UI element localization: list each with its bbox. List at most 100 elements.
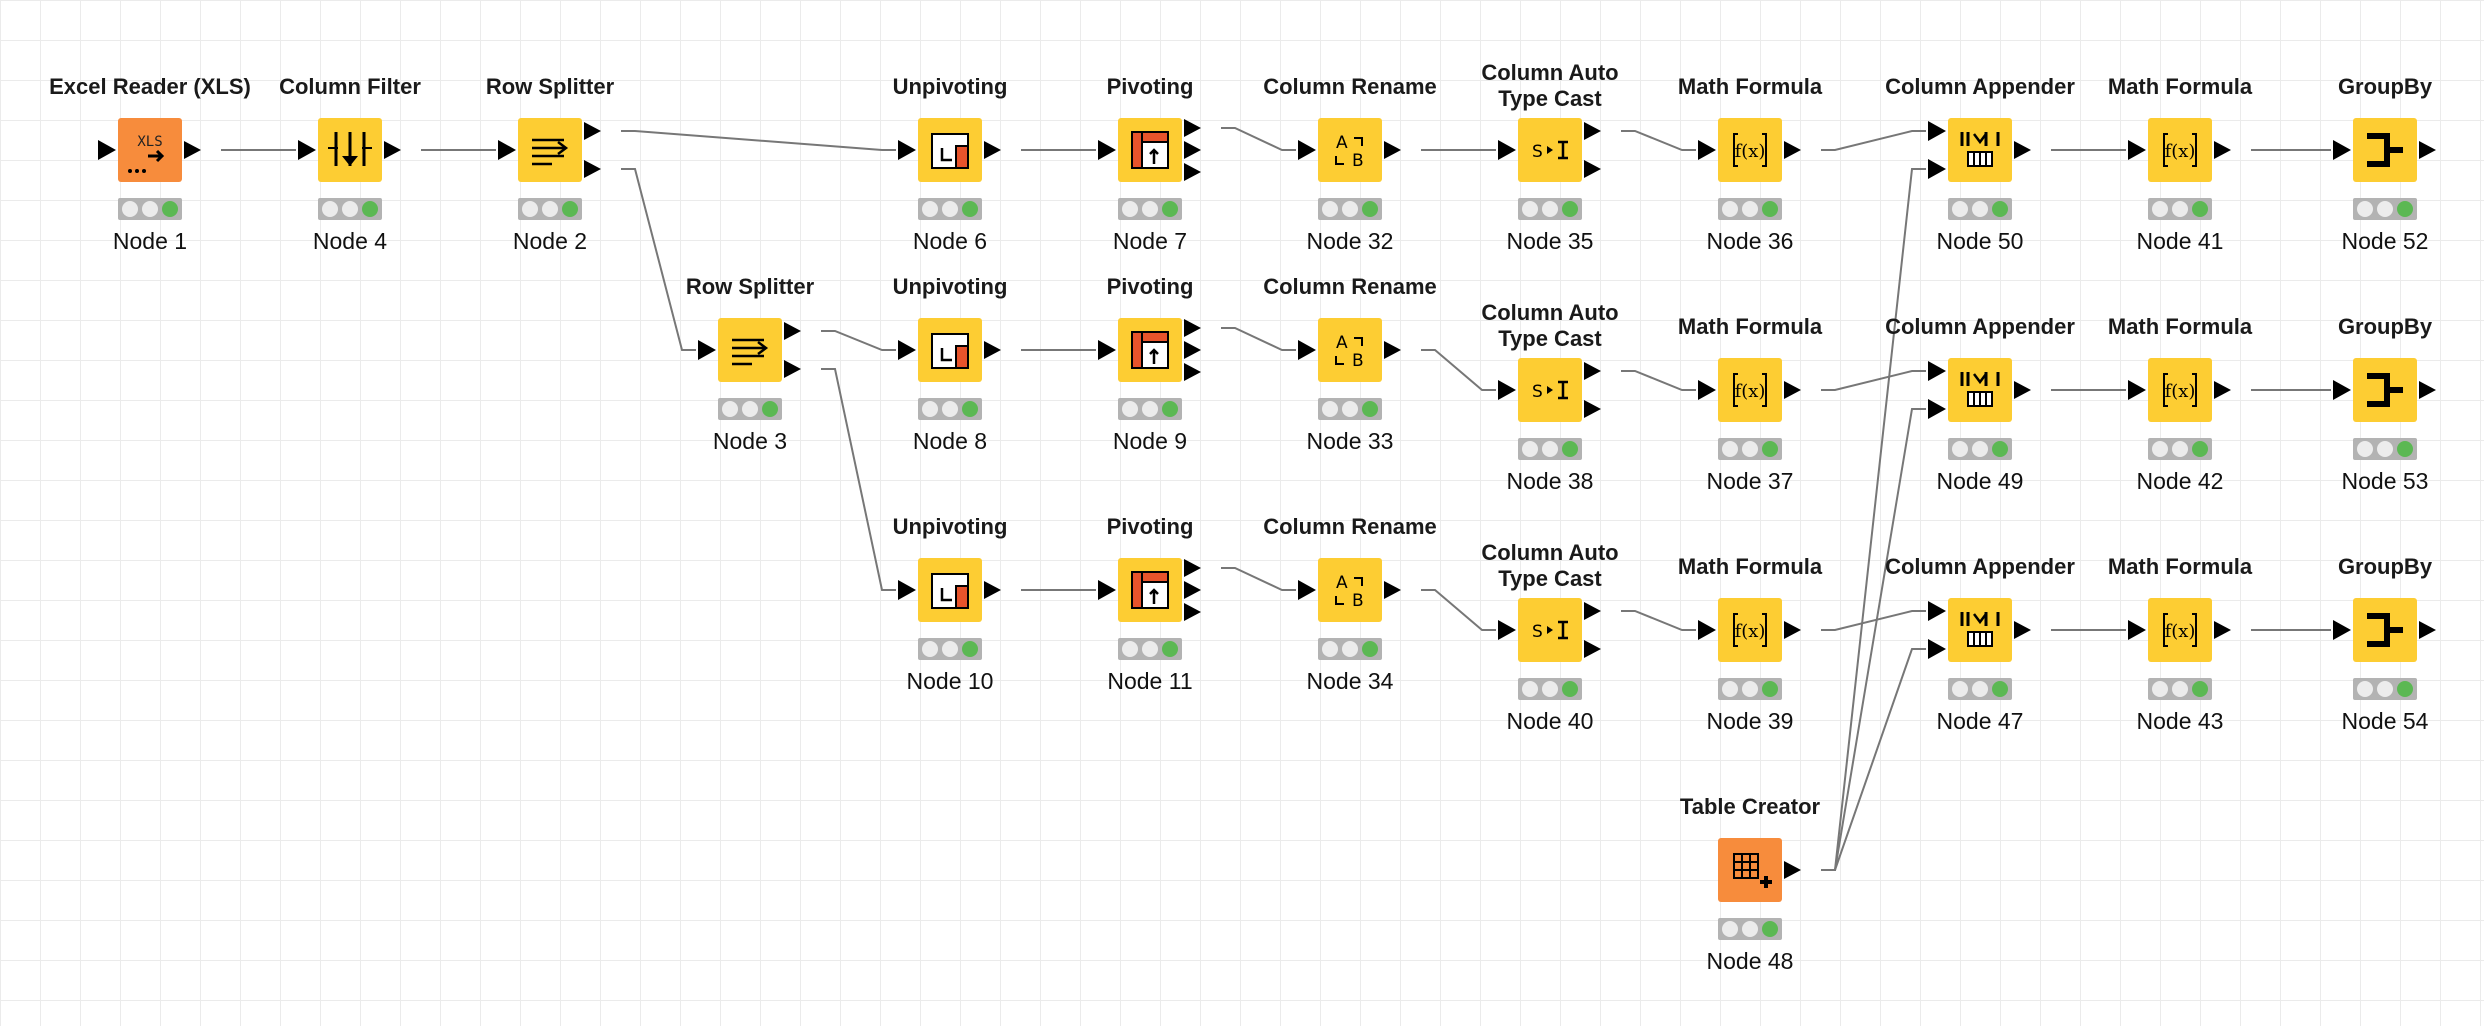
table-creator-icon[interactable] [1718, 838, 1782, 902]
output-port[interactable] [584, 160, 601, 178]
pivoting-icon[interactable] [1118, 118, 1182, 182]
output-port[interactable] [2214, 621, 2231, 639]
output-port[interactable] [784, 360, 801, 378]
output-port[interactable] [1584, 122, 1601, 140]
auto-type-cast-icon[interactable]: S [1518, 598, 1582, 662]
output-port[interactable] [384, 141, 401, 159]
groupby-icon[interactable] [2353, 358, 2417, 422]
output-port[interactable] [1584, 362, 1601, 380]
unpivoting-icon[interactable] [918, 318, 982, 382]
input-port[interactable] [498, 140, 516, 160]
excel-reader-icon[interactable]: XLS [118, 118, 182, 182]
output-port[interactable] [984, 341, 1001, 359]
input-port[interactable] [1698, 380, 1716, 400]
input-port[interactable] [1298, 140, 1316, 160]
output-port[interactable] [1784, 381, 1801, 399]
output-port[interactable] [1784, 861, 1801, 879]
auto-type-cast-icon[interactable]: S [1518, 118, 1582, 182]
output-port[interactable] [1184, 603, 1201, 621]
groupby-icon[interactable] [2353, 118, 2417, 182]
output-port[interactable] [2014, 141, 2031, 159]
input-port[interactable] [1298, 340, 1316, 360]
output-port[interactable] [2214, 141, 2231, 159]
pivoting-icon[interactable] [1118, 318, 1182, 382]
output-port[interactable] [1184, 141, 1201, 159]
input-port[interactable] [298, 140, 316, 160]
input-port[interactable] [2128, 380, 2146, 400]
output-port[interactable] [984, 141, 1001, 159]
input-port[interactable] [1928, 399, 1946, 419]
row-splitter-icon[interactable] [718, 318, 782, 382]
input-port[interactable] [898, 340, 916, 360]
output-port[interactable] [1184, 559, 1201, 577]
output-port[interactable] [1584, 160, 1601, 178]
connection-48-47[interactable] [1821, 648, 1926, 871]
output-port[interactable] [2419, 381, 2436, 399]
input-port[interactable] [1928, 361, 1946, 381]
input-port[interactable] [1098, 340, 1116, 360]
column-appender-icon[interactable] [1948, 118, 2012, 182]
output-port[interactable] [1584, 400, 1601, 418]
input-port[interactable] [898, 580, 916, 600]
math-formula-icon[interactable]: f(x) [1718, 118, 1782, 182]
input-port[interactable] [1698, 620, 1716, 640]
unpivoting-icon[interactable] [918, 558, 982, 622]
column-appender-icon[interactable] [1948, 358, 2012, 422]
input-port[interactable] [2128, 140, 2146, 160]
input-port[interactable] [1928, 121, 1946, 141]
connection-39-47[interactable] [1821, 610, 1926, 631]
input-port[interactable] [2333, 140, 2351, 160]
connection-2-6[interactable] [621, 130, 896, 151]
connection-3-8[interactable] [821, 330, 896, 351]
connection-40-39[interactable] [1621, 610, 1696, 631]
input-port[interactable] [2333, 380, 2351, 400]
auto-type-cast-icon[interactable]: S [1518, 358, 1582, 422]
input-port[interactable] [1928, 639, 1946, 659]
input-port[interactable] [1098, 580, 1116, 600]
output-port[interactable] [1784, 141, 1801, 159]
input-port[interactable] [1928, 601, 1946, 621]
connection-48-50[interactable] [1821, 168, 1926, 871]
input-port[interactable] [98, 140, 116, 160]
input-port[interactable] [1698, 140, 1716, 160]
output-port[interactable] [784, 322, 801, 340]
input-port[interactable] [898, 140, 916, 160]
output-port[interactable] [1384, 581, 1401, 599]
output-port[interactable] [1584, 602, 1601, 620]
input-port[interactable] [1498, 140, 1516, 160]
input-port[interactable] [1928, 159, 1946, 179]
connection-34-40[interactable] [1421, 589, 1496, 631]
output-port[interactable] [984, 581, 1001, 599]
output-port[interactable] [2014, 621, 2031, 639]
output-port[interactable] [184, 141, 201, 159]
connection-2-3[interactable] [621, 168, 696, 351]
connection-35-36[interactable] [1621, 130, 1696, 151]
pivoting-icon[interactable] [1118, 558, 1182, 622]
output-port[interactable] [1184, 319, 1201, 337]
output-port[interactable] [1384, 341, 1401, 359]
output-port[interactable] [2214, 381, 2231, 399]
math-formula-icon[interactable]: f(x) [1718, 598, 1782, 662]
input-port[interactable] [1498, 380, 1516, 400]
output-port[interactable] [2419, 621, 2436, 639]
math-formula-icon[interactable]: f(x) [2148, 358, 2212, 422]
connection-9-33[interactable] [1221, 327, 1296, 351]
input-port[interactable] [2128, 620, 2146, 640]
output-port[interactable] [1184, 363, 1201, 381]
output-port[interactable] [584, 122, 601, 140]
input-port[interactable] [1298, 580, 1316, 600]
column-appender-icon[interactable] [1948, 598, 2012, 662]
output-port[interactable] [2419, 141, 2436, 159]
connection-37-49[interactable] [1821, 370, 1926, 391]
output-port[interactable] [1784, 621, 1801, 639]
math-formula-icon[interactable]: f(x) [2148, 598, 2212, 662]
math-formula-icon[interactable]: f(x) [2148, 118, 2212, 182]
output-port[interactable] [1584, 640, 1601, 658]
output-port[interactable] [1184, 119, 1201, 137]
column-filter-icon[interactable] [318, 118, 382, 182]
connection-3-10[interactable] [821, 368, 896, 591]
